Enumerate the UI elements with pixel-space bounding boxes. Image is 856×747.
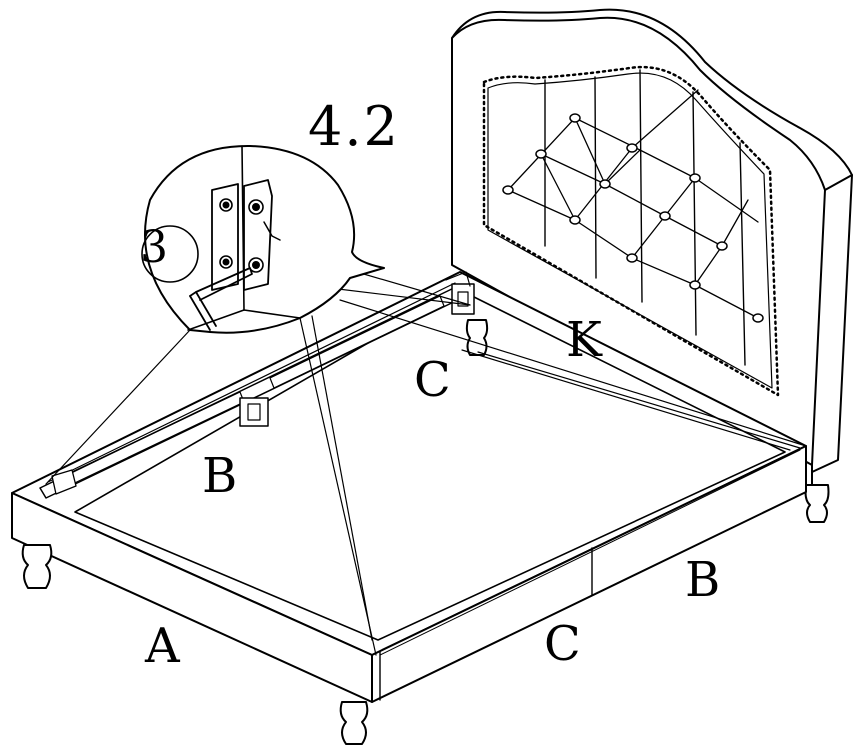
part-label-b-front: B bbox=[685, 552, 721, 608]
detail-number: 3 bbox=[140, 222, 168, 273]
headboard bbox=[451, 8, 853, 523]
detail-callout bbox=[141, 144, 385, 334]
part-label-a: A bbox=[145, 618, 180, 674]
part-label-c-top: C bbox=[414, 352, 451, 408]
side-rail-b bbox=[39, 271, 475, 499]
callout-lines bbox=[45, 269, 807, 656]
bed-base bbox=[11, 271, 807, 745]
part-label-c-front: C bbox=[544, 616, 581, 672]
part-label-b-side-rail: B bbox=[202, 448, 238, 504]
step-number: 4.2 bbox=[308, 95, 400, 158]
part-label-k-headboard: K bbox=[566, 312, 602, 368]
